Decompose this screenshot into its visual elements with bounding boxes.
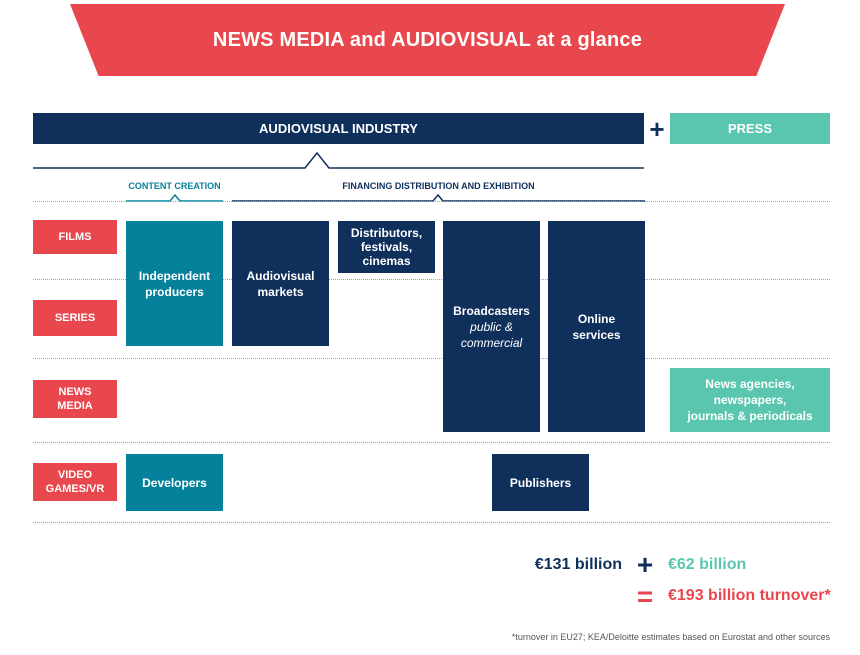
box-text: Developers [142,475,207,490]
financing-label: FINANCING DISTRIBUTION AND EXHIBITION [342,181,535,191]
box-text: Online [577,311,616,326]
box-text: journals & periodicals [687,409,813,423]
audiovisual-turnover: €131 billion [534,556,622,573]
distributors-box: Distributors, festivals, cinemas [338,221,435,273]
page-title: NEWS MEDIA and AUDIOVISUAL at a glance [212,28,643,51]
box-subtext: public & [470,319,513,334]
row-divider [33,442,830,443]
box-text: newspapers, [713,393,787,407]
box-text: Broadcasters [453,303,530,318]
row-divider [33,279,830,280]
row-label-text: NEWS [58,386,92,398]
box-text: cinemas [362,254,411,268]
row-divider [33,201,830,202]
total-turnover: €193 billion turnover* [668,587,831,604]
box-text: Distributors, [350,226,423,240]
press-bar: PRESS [670,113,830,144]
equals-icon: = [636,581,654,612]
row-label-video-games: VIDEO GAMES/VR [33,463,117,501]
industry-bracket [33,151,644,169]
box-subtext: commercial [460,335,523,350]
title-banner [70,4,785,76]
row-label-news-media: NEWS MEDIA [33,380,117,418]
plus-icon: + [649,113,665,144]
developers-box: Developers [126,454,223,511]
row-label-text: MEDIA [57,400,93,412]
box-text: producers [145,284,204,299]
box-text: Publishers [509,475,572,490]
independent-producers-box: Independent producers [126,221,223,346]
audiovisual-industry-bar: AUDIOVISUAL INDUSTRY [33,113,644,144]
content-creation-label: CONTENT CREATION [128,181,221,191]
press-turnover: €62 billion [668,556,747,573]
publishers-box: Publishers [492,454,589,511]
row-label-text: GAMES/VR [45,483,105,495]
row-label-films: FILMS [33,220,117,254]
row-divider [33,522,830,523]
footnote: *turnover in EU27; KEA/Deloitte estimate… [511,632,830,642]
online-services-box: Online services [548,221,645,432]
broadcasters-box: Broadcasters public & commercial [443,221,540,432]
row-label-text: VIDEO [57,469,93,481]
row-label-series: SERIES [33,300,117,336]
audiovisual-markets-box: Audiovisual markets [232,221,329,346]
box-text: services [572,327,621,342]
box-text: festivals, [360,240,413,254]
row-label-text: SERIES [54,312,96,324]
box-text: markets [257,284,304,299]
plus-icon: + [636,549,654,580]
bracket-lines [33,151,645,202]
news-agencies-box: News agencies, newspapers, journals & pe… [670,368,830,432]
row-divider [33,358,830,359]
box-text: Independent [138,268,211,283]
row-label-text: FILMS [58,231,92,243]
box-text: News agencies, [705,377,795,391]
box-text: Audiovisual [246,268,315,283]
